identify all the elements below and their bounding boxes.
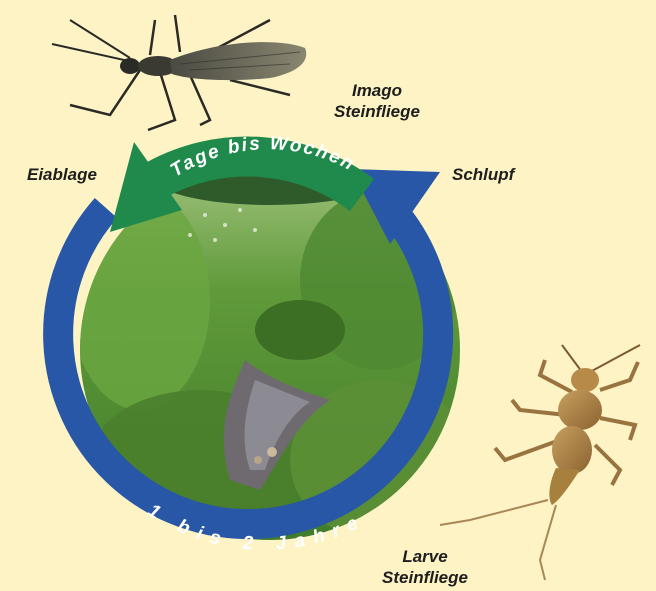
adult-stonefly-photo xyxy=(52,15,306,130)
hatching-label: Schlupf xyxy=(452,164,514,185)
stonefly-larva-photo xyxy=(440,345,640,580)
imago-species-label: Steinfliege xyxy=(322,101,432,122)
imago-stage-label: Imago Steinfliege xyxy=(322,80,432,122)
larva-stage-label: Larve Steinfliege xyxy=(370,546,480,588)
larva-label: Larve xyxy=(370,546,480,567)
egg-laying-label: Eiablage xyxy=(27,164,97,185)
imago-label: Imago xyxy=(322,80,432,101)
larva-species-label: Steinfliege xyxy=(370,567,480,588)
